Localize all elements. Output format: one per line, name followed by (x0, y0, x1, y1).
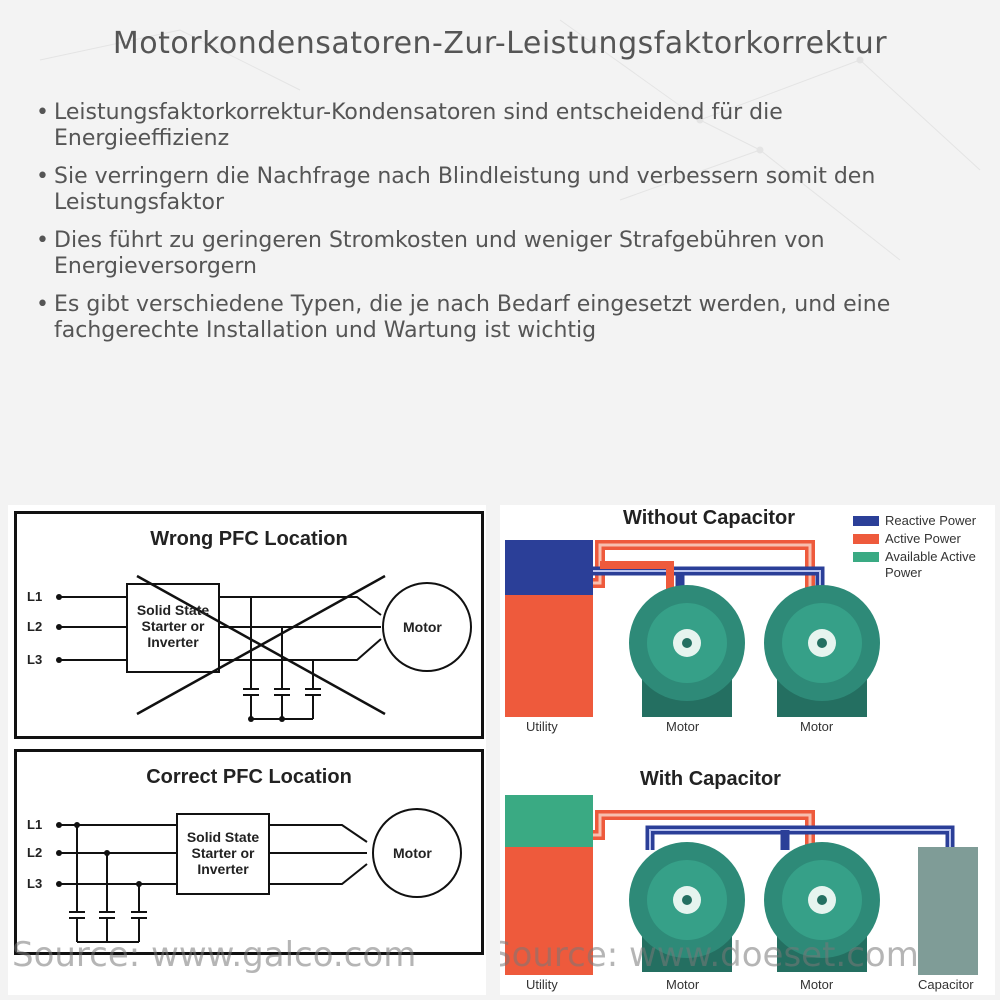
legend-available: Available Active Power (885, 549, 976, 580)
utility-label: Utility (526, 977, 558, 992)
source-caption: Source: www.doeset.com (500, 935, 919, 975)
motor-icon (629, 842, 745, 972)
motor-label: Motor (393, 845, 432, 861)
motor-label: Motor (666, 719, 700, 734)
bullet-item: Sie verringern die Nachfrage nach Blindl… (36, 164, 956, 216)
starter-box-label: Solid State Starter or Inverter (136, 602, 210, 650)
motor-icon (764, 585, 880, 717)
bullet-list: Leistungsfaktorkorrektur-Kondensatoren s… (36, 100, 956, 356)
motor-label: Motor (666, 977, 700, 992)
bullet-item: Dies führt zu geringeren Stromkosten und… (36, 228, 956, 280)
correct-pfc-title: Correct PFC Location (146, 766, 352, 788)
capacitor-block (918, 847, 978, 975)
utility-label: Utility (526, 719, 558, 734)
power-flow-illustration (505, 516, 978, 975)
motor-icon (629, 585, 745, 717)
line-label-l1: L1 (27, 589, 43, 604)
with-capacitor-title: With Capacitor (640, 768, 781, 790)
page-title: Motorkondensatoren-Zur-Leistungsfaktorko… (112, 26, 888, 61)
line-label-l3: L3 (27, 876, 43, 891)
wrong-pfc-title: Wrong PFC Location (150, 528, 348, 550)
right-figure: Without Capacitor Reactive Power Active … (500, 505, 995, 995)
motor-icon (764, 842, 880, 972)
without-capacitor-title: Without Capacitor (623, 507, 796, 529)
bullet-item: Leistungsfaktorkorrektur-Kondensatoren s… (36, 100, 956, 152)
left-figure: Wrong PFC Location (8, 505, 486, 995)
motor-label: Motor (403, 619, 442, 635)
bullet-item: Es gibt verschiedene Typen, die je nach … (36, 292, 956, 344)
correct-pfc-diagram: Correct PFC Location (14, 749, 484, 955)
line-label-l2: L2 (27, 619, 43, 634)
line-label-l2: L2 (27, 845, 43, 860)
motor-label: Motor (800, 719, 834, 734)
legend-reactive: Reactive Power (885, 513, 977, 528)
wrong-pfc-diagram: Wrong PFC Location (14, 511, 484, 739)
wrong-pfc-schematic (56, 574, 472, 722)
line-label-l3: L3 (27, 652, 43, 667)
correct-pfc-schematic (56, 808, 462, 943)
capacitor-label: Capacitor (918, 977, 974, 992)
legend-active: Active Power (885, 531, 961, 546)
line-label-l1: L1 (27, 817, 43, 832)
motor-label: Motor (800, 977, 834, 992)
source-caption: Source: www.galco.com (12, 935, 417, 975)
starter-box-label: Solid State Starter or Inverter (186, 829, 260, 877)
